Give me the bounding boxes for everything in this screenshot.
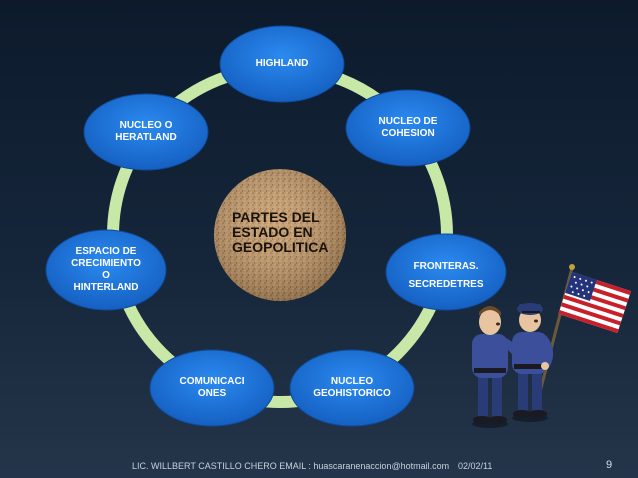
footer-date: 02/02/11 [458, 461, 493, 471]
node-label-geohistorico: NUCLEO GEOHISTORICO [313, 376, 391, 399]
soldier-icon [512, 303, 554, 422]
node-label-fronteras: FRONTERAS. SECREDETRES [408, 261, 484, 290]
node-fronteras [385, 233, 507, 311]
node-heratland [83, 93, 209, 171]
node-label-crecimiento: ESPACIO DE CRECIMIENTO O HINTERLAND [71, 246, 141, 293]
footer-author: LIC. WILLBERT CASTILLO CHERO EMAIL : hua… [132, 461, 450, 471]
node-crecimiento [45, 229, 167, 311]
node-geohistorico [289, 349, 415, 427]
node-label-cohesion: NUCLEO DE COHESION [378, 116, 438, 139]
center-label: PARTES DEL ESTADO EN GEOPOLITICA [232, 209, 329, 255]
node-label-highland: HIGHLAND [255, 58, 309, 69]
center-circle [214, 169, 346, 301]
node-label-comunicaciones: COMUNICACI ONES [179, 376, 245, 399]
node-comunicaciones [149, 349, 275, 427]
node-label-heratland: NUCLEO O HERATLAND [115, 120, 177, 143]
flag-icon [538, 264, 631, 393]
page-number: 9 [606, 459, 613, 471]
node-cohesion [345, 89, 471, 167]
node-highland [219, 25, 345, 103]
